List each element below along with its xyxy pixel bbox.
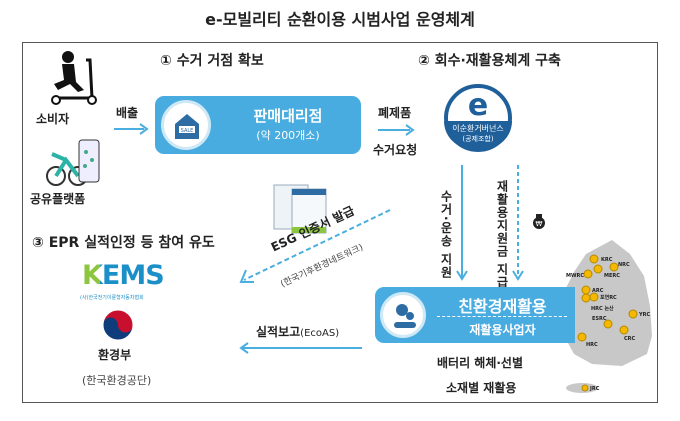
map-site-label: MERC: [604, 273, 620, 279]
arrow-dashed-diagonal-icon: [239, 209, 391, 283]
diagram-frame: [22, 42, 658, 403]
discharge-label: 배출: [116, 106, 139, 120]
map-site-label: CRC: [624, 336, 636, 342]
scooter-icon: [51, 51, 97, 105]
shared-platform-label: 공유플랫폼: [30, 192, 86, 206]
dealer-box: SALE 판매대리점 (약 200개소): [155, 96, 361, 154]
page-title: e-모빌리티 순환이용 시범사업 운영체계: [205, 10, 475, 29]
kems-logo: KEMS: [82, 260, 165, 291]
map-site-label: MWRC: [566, 273, 584, 279]
divider: [437, 316, 567, 317]
process-dismantle: 배터리 해체·선별: [437, 356, 524, 370]
arrow-down-dashed-icon: [512, 165, 524, 281]
report-system: (EcoAS): [300, 328, 340, 339]
recycler-sub: 재활용사업자: [469, 323, 536, 337]
map-site-label: ARC: [592, 288, 604, 294]
governance-logo: e 이순환거버넌스 (공제조합): [444, 84, 512, 152]
arrow-right-icon: [378, 124, 415, 136]
dealer-label: 판매대리점: [253, 107, 323, 125]
ministry-org: (한국환경공단): [82, 374, 152, 387]
process-recycle: 소재별 재활용: [446, 381, 517, 395]
map-site-label: ESRC: [592, 316, 607, 322]
map-site-label: HRC: [586, 342, 598, 348]
esg-certificate-image: [273, 184, 327, 234]
pickup-label: 수거요청: [373, 143, 418, 157]
map-site-label: JRC: [589, 386, 600, 392]
arrow-left-icon: [239, 342, 362, 354]
money-bag-icon: ₩: [533, 214, 545, 229]
step2-heading: ② 회수·재활용체계 구축: [418, 53, 561, 69]
map-site-label: HRC 논산: [591, 305, 614, 312]
kems-org: (사)한국전기이륜형자동차협회: [80, 295, 144, 301]
svg-text:₩: ₩: [536, 220, 543, 228]
ministry-label: 환경부: [98, 348, 132, 362]
consumer-label: 소비자: [36, 112, 70, 126]
report-text: 실적보고: [256, 325, 301, 339]
recycler-box: 친환경재활용 재활용사업자: [375, 287, 575, 343]
step3-heading: ③ EPR 실적인정 등 참여 유도: [32, 235, 215, 251]
shared-bike-icon: [46, 139, 100, 186]
gear-conveyor-icon: [380, 292, 426, 338]
governance-sub: (공제조합): [462, 135, 494, 143]
map-site-label: KRC: [601, 257, 613, 263]
map-site-label: YRC: [638, 312, 650, 318]
arrow-right-icon: [114, 123, 149, 135]
arrow-down-solid-icon: [456, 165, 468, 281]
subsidy-label: 재활용지원금 지급: [495, 180, 509, 290]
recycler-label: 친환경재활용: [458, 297, 547, 316]
map-site-label: 포연RC: [600, 294, 617, 301]
report-label: 실적보고(EcoAS): [256, 323, 339, 340]
waste-label: 폐제품: [378, 106, 412, 120]
governance-label: 이순환거버넌스: [452, 124, 504, 133]
store-icon: SALE: [161, 100, 211, 150]
transport-label: 수거·운송 지원: [439, 190, 453, 279]
sale-sign: SALE: [181, 128, 194, 134]
dealer-count: (약 200개소): [256, 129, 320, 142]
e-logo-icon: e: [467, 88, 489, 123]
map-site-label: NRC: [618, 262, 630, 268]
taegeuk-logo-icon: [102, 309, 134, 341]
step1-heading: ① 수거 거점 확보: [160, 53, 264, 69]
